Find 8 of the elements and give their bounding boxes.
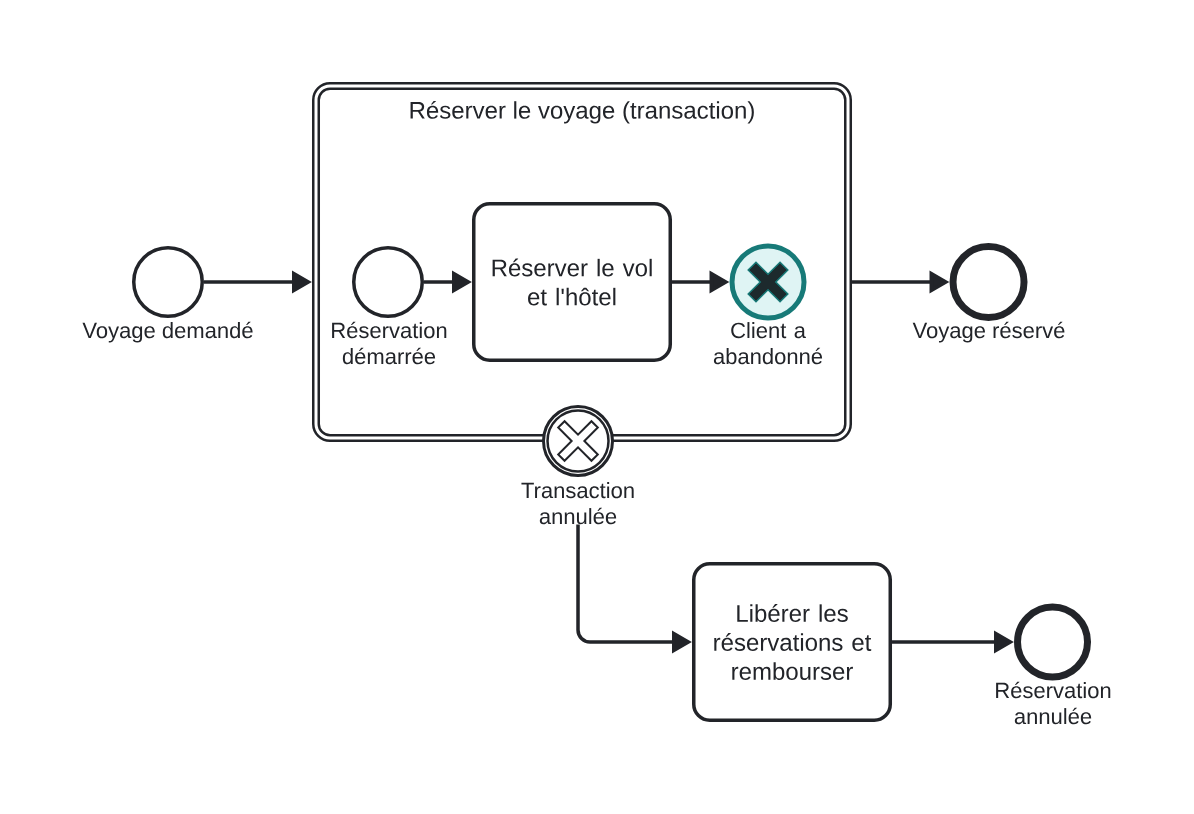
- event-label: Transaction annulée: [521, 482, 634, 525]
- event-label: Réservation annulée: [996, 681, 1111, 725]
- task-box: Réserver le vol et l'hôtel: [472, 202, 672, 362]
- event-label: Voyage demandé: [82, 321, 253, 343]
- event-label: Client a abandonné: [713, 322, 823, 365]
- event-label: Réservation démarrée: [332, 321, 447, 365]
- event-label: Voyage réservé: [912, 321, 1065, 343]
- task-box: Libérer les réservations et rembourser: [692, 562, 892, 722]
